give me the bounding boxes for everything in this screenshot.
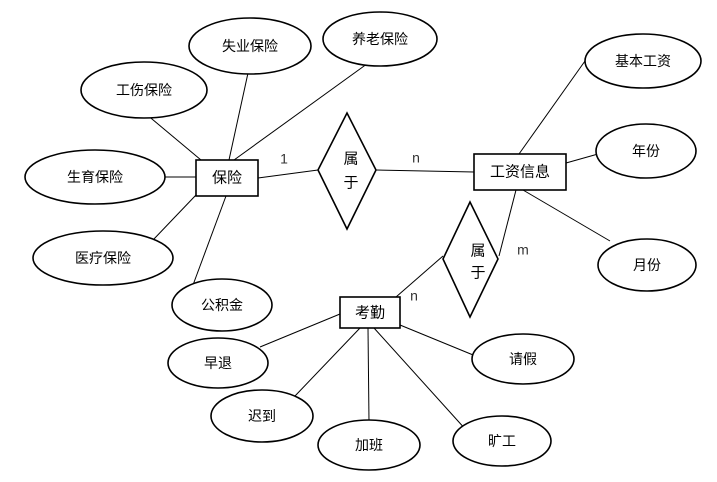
edge-insurance-belongs <box>257 169 319 179</box>
attribute-label: 年份 <box>632 144 660 160</box>
cardinality-salary-top: n <box>412 150 420 166</box>
attribute-label: 公积金 <box>201 298 243 314</box>
attribute-label: 失业保险 <box>222 39 278 55</box>
attribute-label: 迟到 <box>248 409 276 425</box>
attribute-medical-insurance: 医疗保险 <box>32 230 174 286</box>
edge-salary-base <box>518 60 586 155</box>
attribute-label: 养老保险 <box>352 32 408 48</box>
attribute-unemployment-insurance: 失业保险 <box>188 17 312 75</box>
cardinality-attendance: n <box>410 288 418 304</box>
attribute-label: 旷工 <box>488 434 516 450</box>
attribute-base-salary: 基本工资 <box>584 33 702 89</box>
attribute-month: 月份 <box>597 238 697 292</box>
attribute-housing-fund: 公积金 <box>171 278 273 332</box>
edge-attendance-request-leave <box>399 324 479 358</box>
cardinality-salary-bottom: m <box>517 242 529 258</box>
attribute-injury-insurance: 工伤保险 <box>80 61 208 119</box>
entity-label: 保险 <box>212 169 242 187</box>
entity-attendance: 考勤 <box>339 296 401 329</box>
entity-insurance: 保险 <box>195 159 259 197</box>
edge-attendance-overtime <box>367 327 370 423</box>
attribute-label: 加班 <box>355 438 383 454</box>
edge-insurance-injury <box>145 113 202 161</box>
attribute-year: 年份 <box>595 123 697 179</box>
edge-attendance-leave-early <box>259 313 341 348</box>
attribute-label: 工伤保险 <box>116 83 172 99</box>
relationship-label-line1: 属 <box>343 150 358 168</box>
edge-insurance-unemployment <box>228 72 249 161</box>
attribute-maternity-insurance: 生育保险 <box>24 149 166 205</box>
attribute-absent: 旷工 <box>452 415 552 467</box>
edge-attendance-absent <box>373 327 468 432</box>
relationship-label-line2: 于 <box>343 174 358 192</box>
attribute-request-leave: 请假 <box>471 333 575 385</box>
edge-belongs-attendance <box>395 255 444 298</box>
attribute-label: 基本工资 <box>615 53 671 70</box>
cardinality-insurance: 1 <box>280 151 288 167</box>
edge-salary-month <box>522 189 611 242</box>
attribute-late: 迟到 <box>210 389 314 443</box>
edge-salary-belongs <box>498 189 517 257</box>
entity-label: 考勤 <box>355 304 385 322</box>
edge-insurance-medical <box>152 194 197 241</box>
edge-insurance-pension <box>233 60 372 161</box>
entity-salary-info: 工资信息 <box>473 153 567 191</box>
relationship-label-line1: 属 <box>470 242 485 260</box>
attribute-label: 请假 <box>509 352 537 368</box>
attribute-label: 月份 <box>633 258 661 274</box>
edge-salary-year <box>565 153 599 164</box>
edge-belongs-salary <box>375 169 475 173</box>
relationship-belongs-top: 属 于 <box>317 111 377 231</box>
edges <box>145 60 611 432</box>
attribute-overtime: 加班 <box>317 419 421 471</box>
attribute-leave-early: 早退 <box>167 337 269 389</box>
edge-attendance-late <box>294 327 361 397</box>
attribute-label: 医疗保险 <box>75 251 131 267</box>
entity-label: 工资信息 <box>490 163 550 181</box>
attribute-label: 早退 <box>204 356 232 372</box>
attribute-pension-insurance: 养老保险 <box>322 11 438 67</box>
relationship-label-line2: 于 <box>470 264 485 282</box>
edge-insurance-housing-fund <box>192 195 227 286</box>
attribute-label: 生育保险 <box>67 170 123 186</box>
relationship-belongs-bottom: 属 于 <box>442 200 499 319</box>
